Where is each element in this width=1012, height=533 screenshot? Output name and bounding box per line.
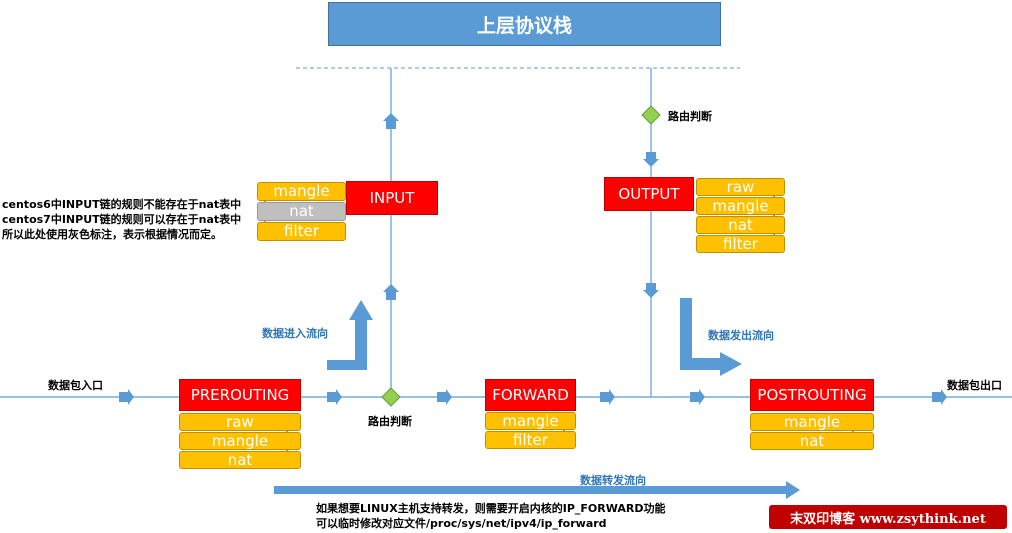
watermark-logo: 末双印博客 www.zsythink.net <box>769 505 1007 529</box>
arrow-down-1 <box>643 152 659 167</box>
centos-note-line-1: centos6中INPUT链的规则不能存在于nat表中 <box>2 198 242 211</box>
packet-in-label: 数据包入口 <box>48 379 103 392</box>
forward-flow-label: 数据转发流向 <box>580 474 646 487</box>
postrouting-table-nat: nat <box>750 432 874 450</box>
forward-flow-arrow <box>274 481 800 499</box>
chain-forward: FORWARD <box>485 379 576 411</box>
output-table-filter: filter <box>696 235 785 253</box>
arrow-right-2 <box>327 389 342 405</box>
ip-forward-note-line-1: 如果想要LINUX主机支持转发，则需要开启内核的IP_FORWARD功能 <box>316 502 666 515</box>
routing-decision-label-top: 路由判断 <box>668 110 712 123</box>
prerouting-table-raw: raw <box>179 413 301 431</box>
routing-decision-diamond-top <box>641 105 661 125</box>
arrow-right-5 <box>690 389 705 405</box>
outbound-flow-arrow <box>680 298 742 376</box>
arrow-right-3 <box>437 389 452 405</box>
arrow-right-1 <box>119 389 134 405</box>
chain-input: INPUT <box>346 181 438 215</box>
chain-output: OUTPUT <box>604 177 694 211</box>
ip-forward-note-line-2: 可以临时修改对应文件/proc/sys/net/ipv4/ip_forward <box>316 517 607 530</box>
routing-decision-label-bottom: 路由判断 <box>368 415 412 428</box>
prerouting-table-mangle: mangle <box>179 432 301 450</box>
chain-postrouting: POSTROUTING <box>750 379 874 411</box>
forward-table-filter: filter <box>485 431 576 449</box>
arrow-down-2 <box>643 283 659 298</box>
chain-prerouting: PREROUTING <box>179 379 301 411</box>
arrow-right-6 <box>932 389 947 405</box>
input-table-nat: nat <box>257 202 346 221</box>
arrow-up-2 <box>383 113 399 129</box>
output-table-nat: nat <box>696 216 785 234</box>
postrouting-table-mangle: mangle <box>750 413 874 431</box>
outbound-flow-label: 数据发出流向 <box>708 329 774 342</box>
prerouting-table-nat: nat <box>179 451 301 469</box>
inbound-flow-label: 数据进入流向 <box>262 327 328 340</box>
output-table-mangle: mangle <box>696 197 785 215</box>
ip-forward-note: 如果想要LINUX主机支持转发，则需要开启内核的IP_FORWARD功能 可以临… <box>316 501 665 531</box>
inbound-flow-arrow <box>327 300 373 370</box>
upper-protocol-stack: 上层协议栈 <box>328 2 721 46</box>
forward-table-mangle: mangle <box>485 412 576 430</box>
centos-note-line-3: 所以此处使用灰色标注，表示根据情况而定。 <box>2 228 222 241</box>
centos-input-nat-note: centos6中INPUT链的规则不能存在于nat表中 centos7中INPU… <box>2 197 241 242</box>
arrow-up-1 <box>383 284 399 300</box>
arrow-right-4 <box>600 389 615 405</box>
centos-note-line-2: centos7中INPUT链的规则可以存在于nat表中 <box>2 213 242 226</box>
routing-decision-diamond-bottom <box>381 387 401 407</box>
packet-out-label: 数据包出口 <box>947 379 1002 392</box>
input-table-filter: filter <box>257 222 346 241</box>
input-table-mangle: mangle <box>257 182 346 201</box>
output-table-raw: raw <box>696 178 785 196</box>
